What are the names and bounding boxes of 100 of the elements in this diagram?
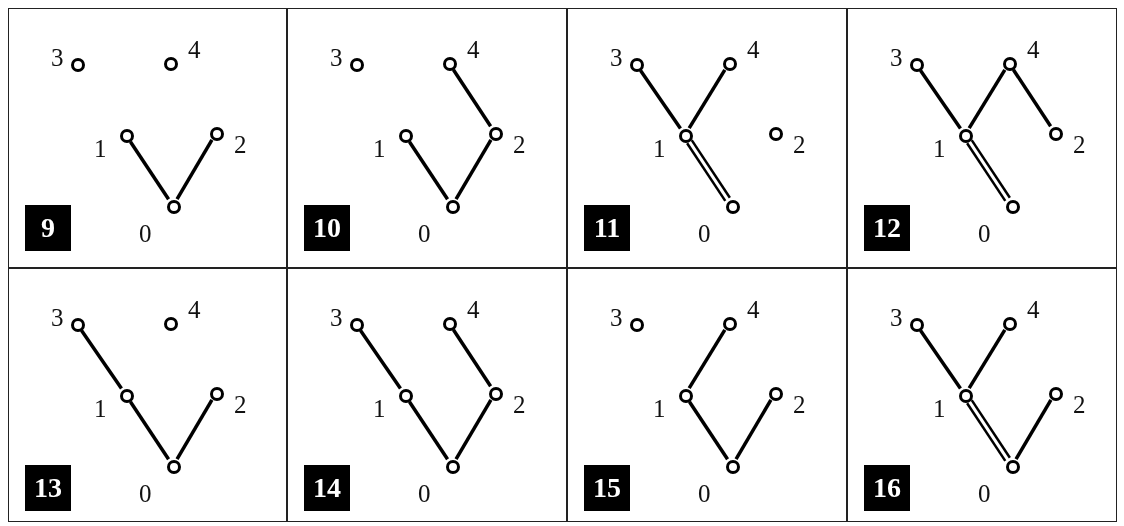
vertex-label: 0 xyxy=(698,481,711,506)
vertex-circle xyxy=(678,128,694,144)
vertex-label: 3 xyxy=(610,45,623,70)
vertex-circle xyxy=(209,386,225,402)
vertex-label: 3 xyxy=(890,305,903,330)
vertex-circle xyxy=(166,459,182,475)
graph-edge xyxy=(639,69,682,130)
vertex-label: 1 xyxy=(94,136,107,161)
vertex-circle xyxy=(488,126,504,142)
vertex-circle xyxy=(119,128,135,144)
graph-edge xyxy=(80,329,123,390)
vertex-circle xyxy=(722,56,738,72)
vertex-circle xyxy=(958,128,974,144)
vertex-circle xyxy=(445,459,461,475)
vertex-label: 0 xyxy=(418,481,431,506)
vertex-circle xyxy=(725,199,741,215)
vertex-circle xyxy=(398,128,414,144)
vertex-label: 3 xyxy=(610,305,623,330)
vertex-label: 2 xyxy=(793,132,806,157)
vertex-label: 2 xyxy=(793,392,806,417)
vertex-label: 4 xyxy=(1027,297,1040,322)
vertex-circle xyxy=(768,386,784,402)
vertex-circle xyxy=(1005,459,1021,475)
vertex-circle xyxy=(349,57,365,73)
vertex-label: 4 xyxy=(747,297,760,322)
graph-edge xyxy=(128,400,171,461)
vertex-label: 2 xyxy=(234,392,247,417)
graph-edge xyxy=(919,69,962,130)
table-cell xyxy=(847,8,1117,268)
vertex-label: 0 xyxy=(978,481,991,506)
graph-edge xyxy=(967,328,1007,390)
vertex-label: 3 xyxy=(890,45,903,70)
panel-number: 13 xyxy=(25,465,71,511)
vertex-label: 2 xyxy=(513,132,526,157)
vertex-circle xyxy=(70,57,86,73)
vertex-circle xyxy=(1002,56,1018,72)
vertex-label: 3 xyxy=(51,305,64,330)
graph-edge xyxy=(359,329,402,390)
vertex-circle xyxy=(166,199,182,215)
table-cell xyxy=(287,8,567,268)
graph-edge xyxy=(1011,68,1053,128)
vertex-label: 2 xyxy=(1073,132,1086,157)
vertex-circle xyxy=(349,317,365,333)
vertex-label: 4 xyxy=(467,297,480,322)
vertex-circle xyxy=(958,388,974,404)
vertex-circle xyxy=(445,199,461,215)
graph-edge xyxy=(175,399,214,460)
vertex-label: 4 xyxy=(188,37,201,62)
table-cell xyxy=(8,268,287,522)
graph-edge xyxy=(454,399,493,460)
graph-edge xyxy=(407,400,450,461)
vertex-label: 2 xyxy=(1073,392,1086,417)
vertex-label: 3 xyxy=(51,45,64,70)
vertex-circle xyxy=(163,56,179,72)
panel-number: 10 xyxy=(304,205,350,251)
panel-number: 15 xyxy=(584,465,630,511)
vertex-circle xyxy=(629,57,645,73)
vertex-circle xyxy=(1005,199,1021,215)
vertex-label: 3 xyxy=(330,305,343,330)
graph-edge xyxy=(734,399,773,460)
vertex-circle xyxy=(909,57,925,73)
vertex-circle xyxy=(722,316,738,332)
vertex-circle xyxy=(398,388,414,404)
vertex-circle xyxy=(725,459,741,475)
vertex-label: 0 xyxy=(139,481,152,506)
vertex-circle xyxy=(629,317,645,333)
table-cell xyxy=(567,8,847,268)
graph-edge xyxy=(451,68,493,128)
vertex-circle xyxy=(768,126,784,142)
graph-edge xyxy=(1014,399,1053,460)
vertex-circle xyxy=(163,316,179,332)
vertex-label: 3 xyxy=(330,45,343,70)
graph-edge xyxy=(407,140,450,201)
vertex-label: 0 xyxy=(978,221,991,246)
vertex-label: 0 xyxy=(418,221,431,246)
vertex-circle xyxy=(488,386,504,402)
vertex-circle xyxy=(442,316,458,332)
vertex-label: 4 xyxy=(467,37,480,62)
vertex-circle xyxy=(442,56,458,72)
table-cell xyxy=(847,268,1117,522)
graph-edge xyxy=(687,400,730,461)
vertex-label: 0 xyxy=(698,221,711,246)
vertex-label: 2 xyxy=(513,392,526,417)
vertex-circle xyxy=(1002,316,1018,332)
vertex-label: 1 xyxy=(94,396,107,421)
vertex-label: 1 xyxy=(373,136,386,161)
vertex-circle xyxy=(209,126,225,142)
graph-edge xyxy=(454,139,493,200)
panel-number: 14 xyxy=(304,465,350,511)
vertex-label: 4 xyxy=(188,297,201,322)
vertex-label: 2 xyxy=(234,132,247,157)
vertex-circle xyxy=(1048,386,1064,402)
vertex-label: 1 xyxy=(933,136,946,161)
graph-edge xyxy=(451,328,493,388)
panel-number: 11 xyxy=(584,205,630,251)
graph-edge xyxy=(128,140,171,201)
graph-edge xyxy=(687,68,727,130)
vertex-label: 1 xyxy=(653,396,666,421)
vertex-circle xyxy=(909,317,925,333)
vertex-label: 1 xyxy=(653,136,666,161)
